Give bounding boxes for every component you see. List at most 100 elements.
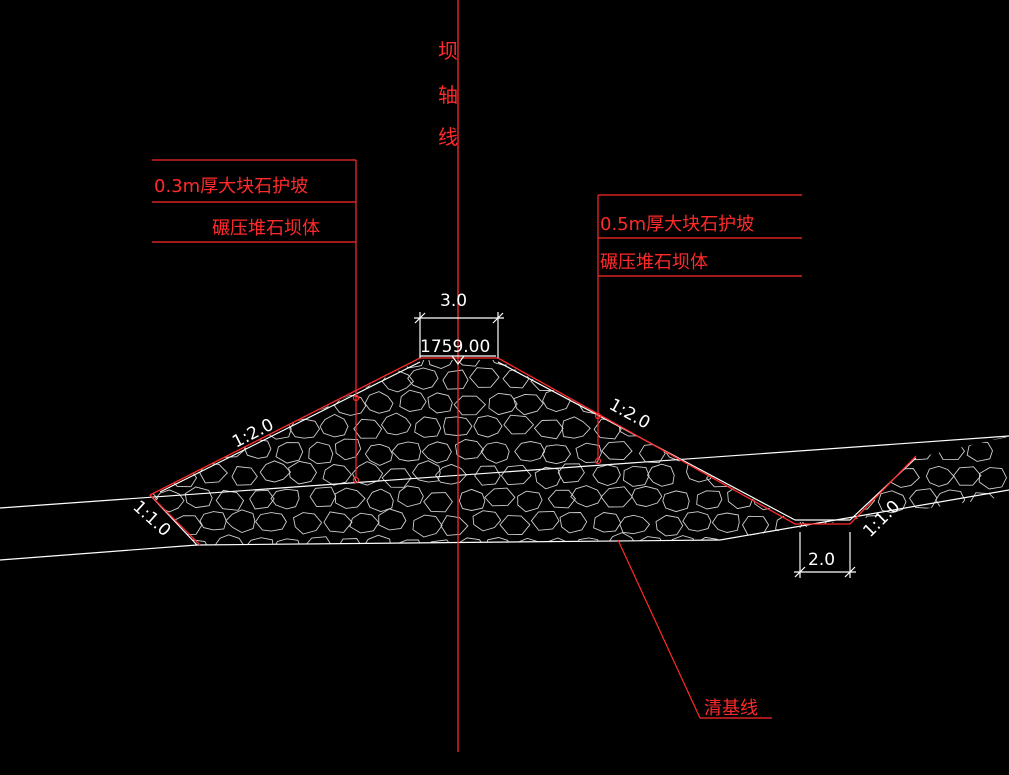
rock-shape — [307, 360, 336, 364]
rock-shape — [782, 360, 813, 365]
right-toe-slope-label: 1:1.0 — [859, 497, 904, 542]
rock-shape — [391, 441, 422, 462]
rock-shape — [225, 509, 256, 533]
rock-shape — [503, 414, 535, 435]
rock-shape — [362, 534, 392, 545]
svg-text:轴: 轴 — [438, 83, 458, 107]
rock-shape — [600, 486, 633, 508]
rock-shape — [585, 369, 614, 392]
rock-shape — [696, 490, 723, 510]
rock-shape — [862, 418, 894, 439]
rock-shape — [738, 368, 768, 390]
rock-shape — [741, 415, 771, 438]
rock-shape — [472, 510, 502, 532]
rock-shape — [230, 369, 262, 390]
rock-shape — [592, 464, 621, 486]
rock-shape — [631, 485, 663, 507]
foundation-leader — [617, 539, 772, 719]
rock-shape — [304, 536, 333, 545]
rock-shape — [182, 360, 213, 367]
rock-shape — [638, 443, 666, 464]
rock-shape — [818, 360, 848, 369]
rock-shape — [309, 486, 337, 508]
rock-shape — [423, 492, 453, 513]
rock-shape — [289, 418, 321, 439]
rock-shape — [453, 395, 487, 416]
rock-shape — [511, 537, 543, 545]
rock-shape — [334, 438, 362, 461]
rock-shape — [349, 512, 380, 534]
rock-shape — [381, 370, 415, 393]
rock-shape — [150, 391, 153, 414]
rock-shape — [231, 466, 258, 486]
rock-shape — [353, 418, 383, 439]
rock-shape — [182, 539, 210, 545]
rock-shape — [561, 416, 591, 439]
rock-shape — [646, 463, 675, 487]
rock-shape — [319, 413, 349, 438]
rock-shape — [152, 534, 181, 545]
rock-shape — [939, 539, 969, 545]
rock-shape — [443, 416, 473, 436]
rock-shape — [288, 460, 318, 485]
rock-shape — [215, 489, 245, 511]
rock-shape — [955, 415, 985, 437]
rock-shape — [473, 415, 503, 438]
rock-shape — [411, 460, 441, 483]
rock-shape — [469, 367, 500, 388]
rock-shape — [499, 515, 531, 535]
rock-shape — [678, 413, 709, 435]
rock-shape — [575, 537, 603, 545]
crest-elevation-text: 1759.00 — [420, 337, 490, 357]
rock-shape — [150, 415, 169, 437]
rock-shape — [293, 366, 326, 389]
rock-shape — [337, 538, 363, 545]
rock-shape — [453, 360, 483, 367]
rock-shape — [846, 360, 874, 365]
rock-shape — [480, 441, 510, 464]
rock-shape — [259, 460, 292, 483]
rock-shape — [773, 371, 803, 391]
rock-shape — [440, 515, 469, 536]
rock-shape — [664, 392, 692, 415]
rock-shape — [830, 367, 860, 388]
rock-shape — [279, 360, 306, 363]
rock-shape — [623, 465, 650, 487]
foundation-label: 清基线 — [704, 698, 758, 719]
rock-shape — [966, 360, 994, 366]
rock-shape — [363, 360, 392, 367]
rock-shape — [292, 512, 323, 535]
rock-shape — [814, 389, 846, 412]
rock-shape — [752, 487, 783, 511]
rock-shape — [937, 441, 966, 461]
rock-shape — [322, 464, 352, 486]
rock-shape — [894, 370, 923, 390]
rock-shape — [873, 393, 901, 417]
rock-shape — [250, 360, 278, 368]
rock-shape — [695, 536, 722, 545]
rock-shape — [150, 368, 167, 388]
dam-axis-label: 坝 轴 线 — [438, 39, 458, 149]
rock-shape — [916, 414, 948, 437]
rock-shape — [378, 508, 407, 531]
rock-shape — [559, 512, 588, 534]
rock-shape — [397, 360, 426, 369]
rock-shape — [395, 539, 423, 545]
rock-shape — [775, 514, 803, 536]
rock-shape — [456, 537, 487, 545]
left-toe-slope-label: 1:1.0 — [129, 497, 175, 541]
rock-shape — [414, 416, 442, 438]
rock-shape — [348, 367, 378, 388]
rock-shape — [514, 441, 546, 462]
rock-shape — [199, 511, 227, 531]
rock-shape — [272, 538, 301, 545]
rock-shape — [184, 486, 213, 509]
rock-shape — [706, 365, 738, 386]
rock-shape — [308, 441, 334, 465]
rock-shape — [381, 468, 412, 488]
downstream-slope-label: 1:2.0 — [606, 395, 654, 434]
rock-shape — [458, 488, 486, 511]
rock-shape — [692, 360, 722, 368]
rock-shape — [877, 490, 907, 514]
rock-shape — [984, 512, 1009, 537]
